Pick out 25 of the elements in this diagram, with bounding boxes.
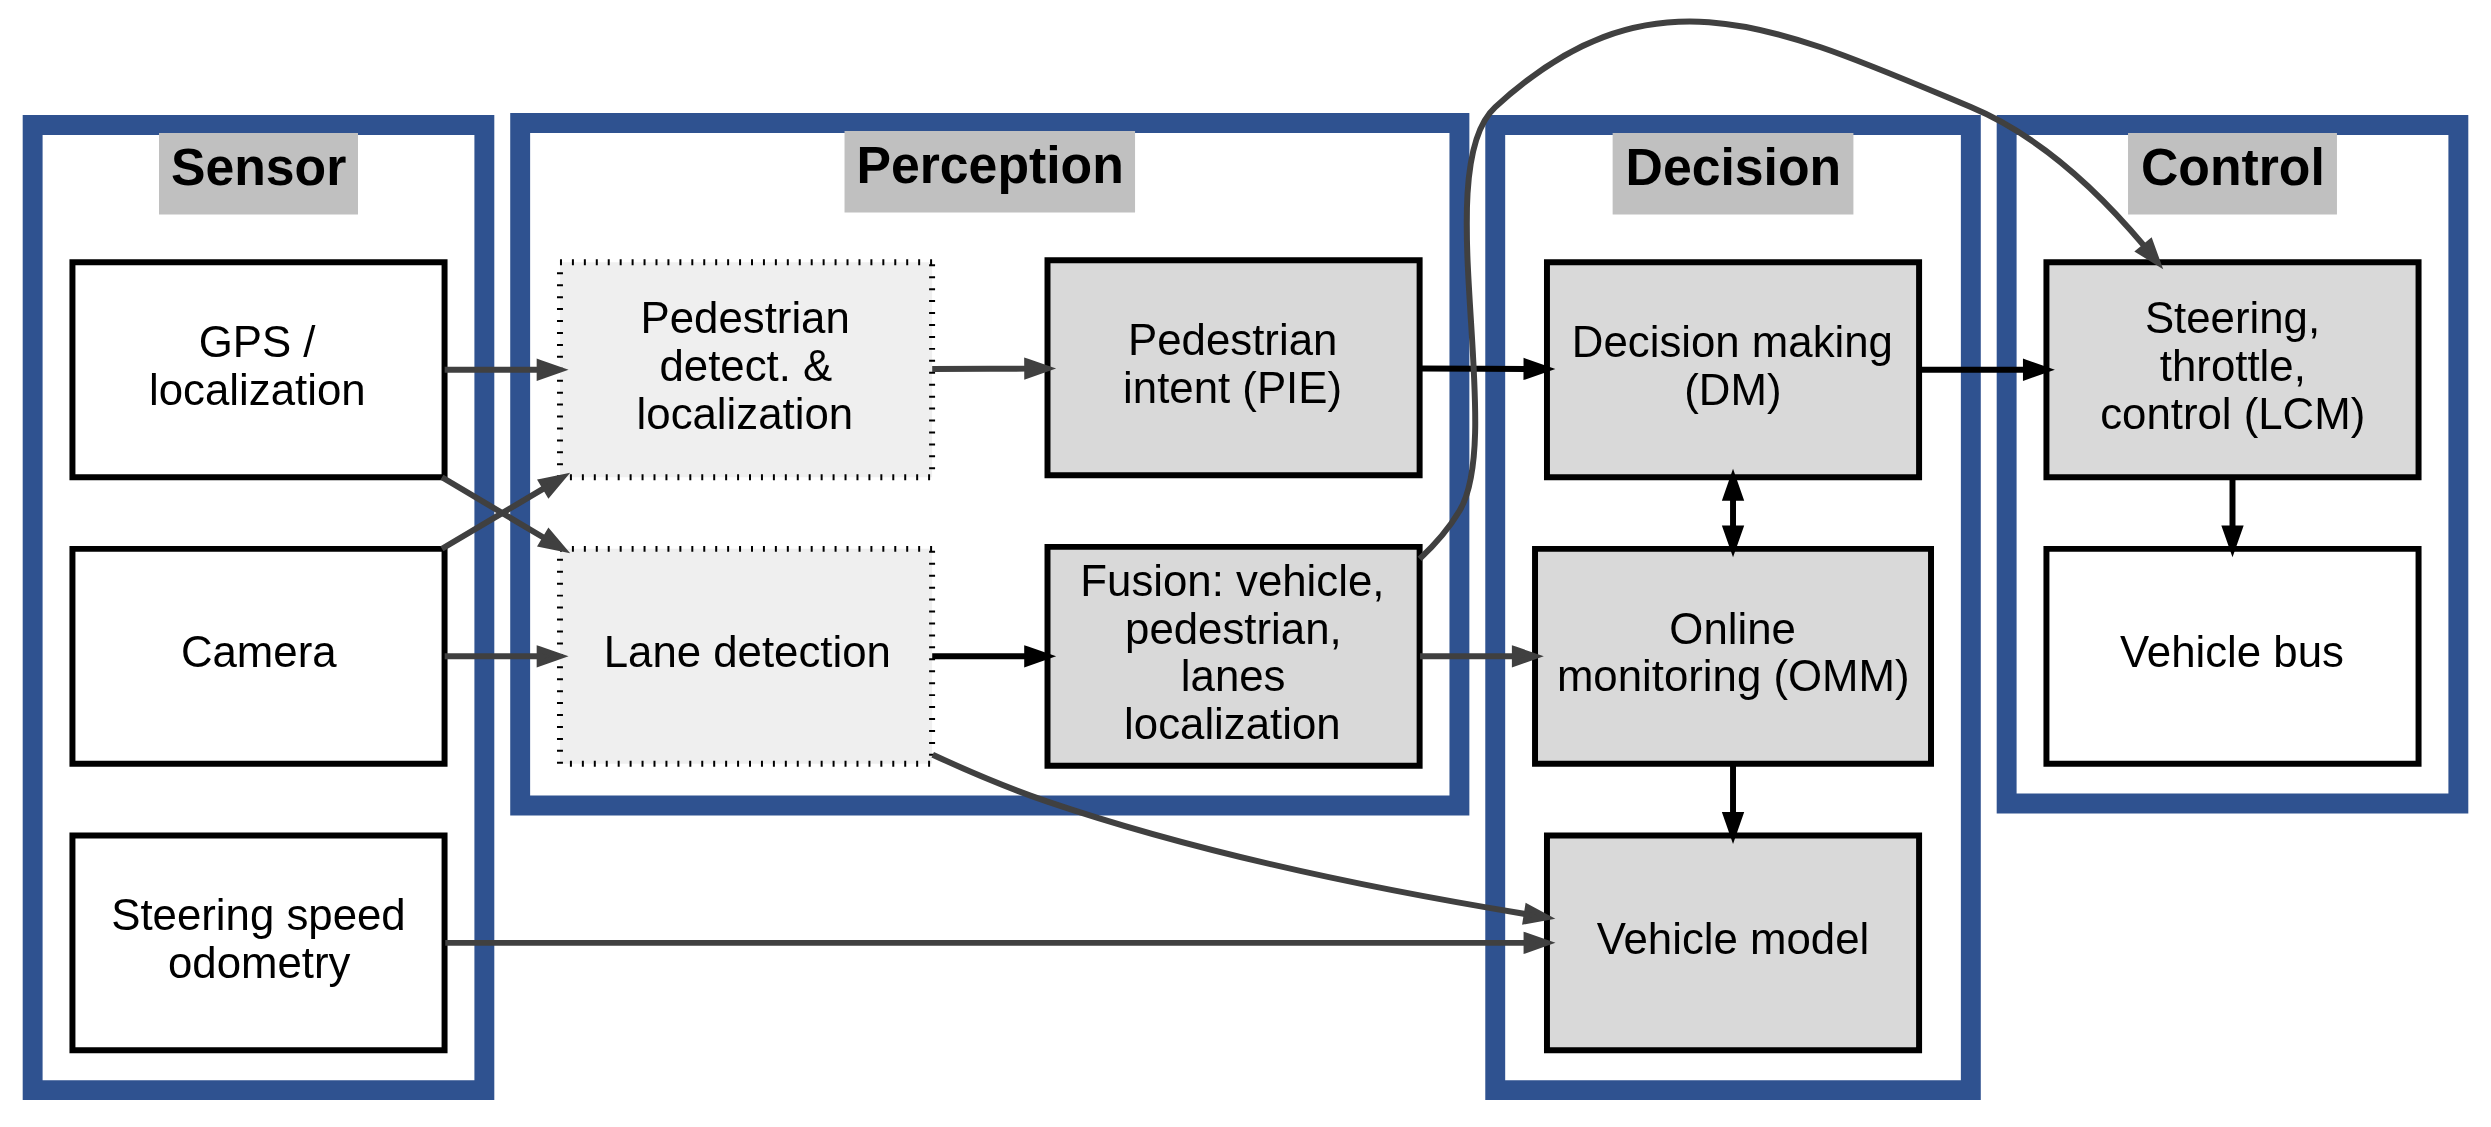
- node-box: Steering speed odometry: [69, 832, 448, 1054]
- arrow: [932, 645, 1057, 668]
- node-box: Vehicle bus: [2043, 545, 2422, 767]
- node-box: GPS / localization: [69, 259, 448, 481]
- arrow: [444, 358, 569, 381]
- node-box: Fusion: vehicle, pedestrian, lanes localization: [1044, 543, 1423, 769]
- arrow: [2221, 477, 2244, 558]
- arrow: [1420, 357, 1556, 381]
- arrow: [1417, 18, 2164, 561]
- node-box: Pedestrian detect. & localization: [557, 259, 936, 481]
- node-box: Steering, throttle, control (LCM): [2043, 259, 2422, 481]
- arrow: [445, 931, 1556, 955]
- node-box: Camera: [69, 545, 448, 767]
- node-box: Lane detection: [557, 545, 936, 767]
- arrow: [1420, 645, 1544, 668]
- arrow: [444, 645, 569, 668]
- arrow: [1721, 764, 1745, 844]
- node-box: Vehicle model: [1544, 832, 1923, 1054]
- node-box: Online monitoring (OMM): [1532, 545, 1934, 767]
- arrow: [1919, 358, 2055, 381]
- arrow: [932, 357, 1057, 380]
- arrow: [931, 752, 1556, 925]
- node-box: Pedestrian intent (PIE): [1044, 257, 1423, 479]
- arrow: [1721, 468, 1745, 558]
- node-box: Decision making (DM): [1544, 259, 1923, 481]
